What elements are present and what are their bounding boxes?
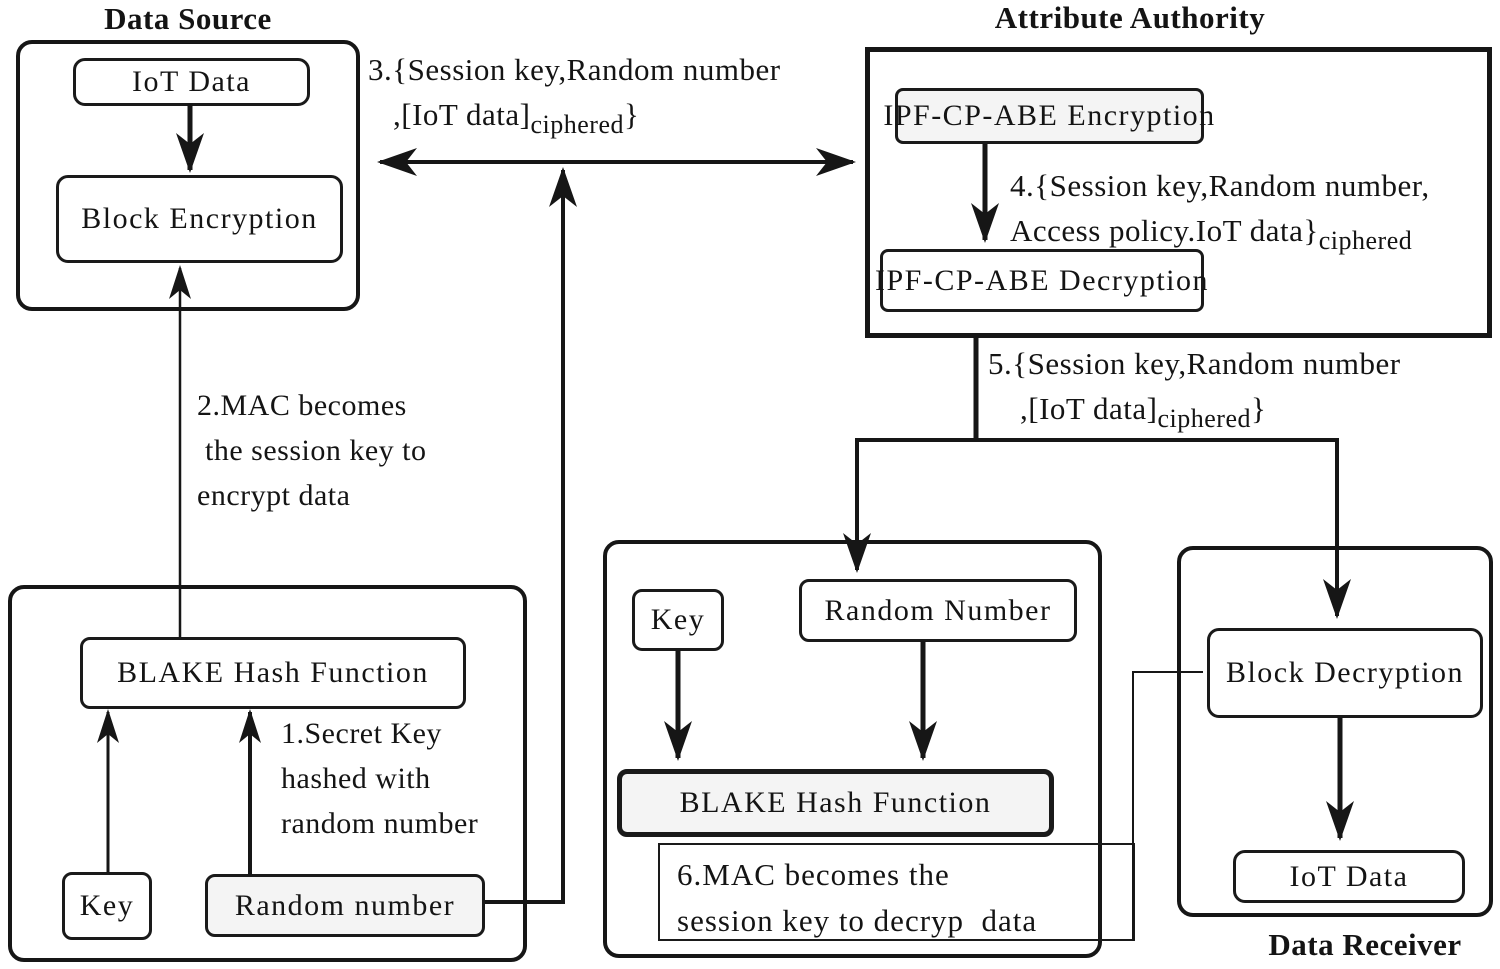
note-5: 5.{Session key,Random number ,[IoT data]… [988,341,1401,433]
random-number-sender-box: Random number [205,874,485,937]
iot-data-source-box: IoT Data [73,58,310,106]
note-4-line-2: Access policy.IoT data}ciphered [1010,213,1413,255]
note-3-line-1: 3.{Session key,Random number [368,52,781,87]
ciphered-subscript: ciphered [1318,226,1413,255]
mac-session-key-note-box: 6.MAC becomes the session key to decryp … [658,843,1135,941]
data-receiver-title: Data Receiver [1268,927,1462,962]
note-4-line-1: 4.{Session key,Random number, [1010,168,1430,203]
key-sender-box: Key [62,872,152,940]
attribute-authority-title: Attribute Authority [994,0,1266,35]
block-decryption-box: Block Decryption [1207,628,1483,718]
ciphered-subscript: ciphered [530,110,624,139]
note-1: 1.Secret Key hashed with random number [281,717,479,840]
note-6-line-2: session key to decryp data [677,903,1038,938]
random-number-receiver-box: Random Number [799,579,1077,642]
ipf-cp-abe-encryption-box: IPF-CP-ABE Encryption [883,88,1214,144]
note-2: 2.MAC becomes the session key to encrypt… [197,389,427,512]
iot-data-receiver-box: IoT Data [1233,850,1465,903]
note-3-line-2: ,[IoT data]ciphered} [393,97,640,139]
ciphered-subscript: ciphered [1157,404,1251,433]
note-5-line-1: 5.{Session key,Random number [988,346,1401,381]
data-source-title: Data Source [104,1,272,36]
note-6: 6.MAC becomes the session key to decryp … [660,845,1133,944]
note-4: 4.{Session key,Random number, Access pol… [1010,163,1430,255]
blake-hash-receiver-box: BLAKE Hash Function [617,769,1054,837]
note-3: 3.{Session key,Random number ,[IoT data]… [368,47,781,139]
attribute-authority-container [865,47,1492,338]
note-5-line-2: ,[IoT data]ciphered} [1020,391,1267,433]
ipf-cp-abe-decryption-box: IPF-CP-ABE Decryption [875,249,1208,312]
data-source-container [16,40,360,311]
note-6-line-1: 6.MAC becomes the [677,857,950,892]
block-encryption-box: Block Encryption [56,175,343,263]
blake-hash-sender-box: BLAKE Hash Function [80,637,466,709]
key-receiver-box: Key [632,589,724,651]
